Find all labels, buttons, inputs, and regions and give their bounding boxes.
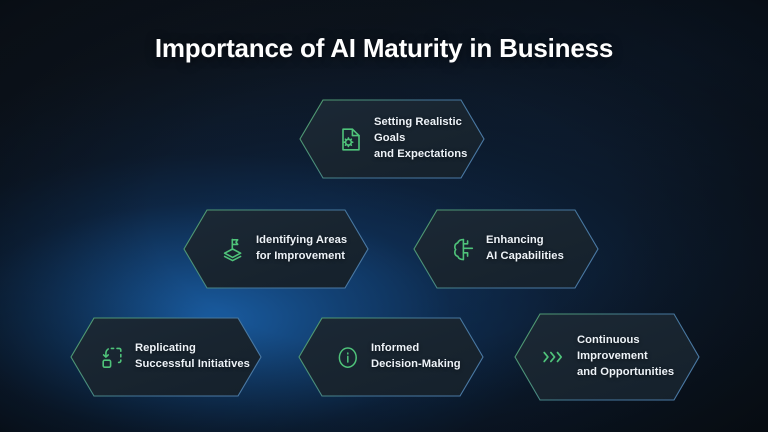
node-label: Setting Realistic Goals and Expectations bbox=[374, 116, 468, 160]
document-gear-icon bbox=[339, 126, 363, 152]
node-enhancing-ai-capabilities[interactable]: Enhancing AI Capabilities bbox=[413, 209, 599, 289]
hexagon-shape bbox=[70, 317, 262, 397]
triple-chevron-right-icon bbox=[542, 344, 566, 370]
node-informed-decision-making[interactable]: Informed Decision-Making bbox=[298, 317, 484, 397]
node-continuous-improvement-and-opportunities[interactable]: Continuous Improvement and Opportunities bbox=[514, 313, 700, 401]
ai-brain-icon bbox=[451, 236, 475, 262]
node-label: Continuous Improvement and Opportunities bbox=[577, 334, 675, 378]
node-label: Replicating Successful Initiatives bbox=[135, 342, 250, 370]
node-replicating-successful-initiatives[interactable]: Replicating Successful Initiatives bbox=[70, 317, 262, 397]
page-title: Importance of AI Maturity in Business bbox=[154, 33, 614, 63]
node-setting-realistic-goals[interactable]: Setting Realistic Goals and Expectations bbox=[299, 99, 485, 179]
hexagon-shape bbox=[298, 317, 484, 397]
map-flag-icon bbox=[221, 236, 245, 262]
node-label: Informed Decision-Making bbox=[371, 342, 461, 370]
node-label: Identifying Areas for Improvement bbox=[256, 234, 348, 262]
hexagon-shape bbox=[413, 209, 599, 289]
hexagon-shape bbox=[183, 209, 369, 289]
node-label: Enhancing AI Capabilities bbox=[486, 234, 564, 262]
hexagon-shape bbox=[299, 99, 485, 179]
replicate-copy-icon bbox=[100, 344, 124, 370]
node-identifying-areas-for-improvement[interactable]: Identifying Areas for Improvement bbox=[183, 209, 369, 289]
info-circle-icon bbox=[336, 344, 360, 370]
hexagon-shape bbox=[514, 313, 700, 401]
